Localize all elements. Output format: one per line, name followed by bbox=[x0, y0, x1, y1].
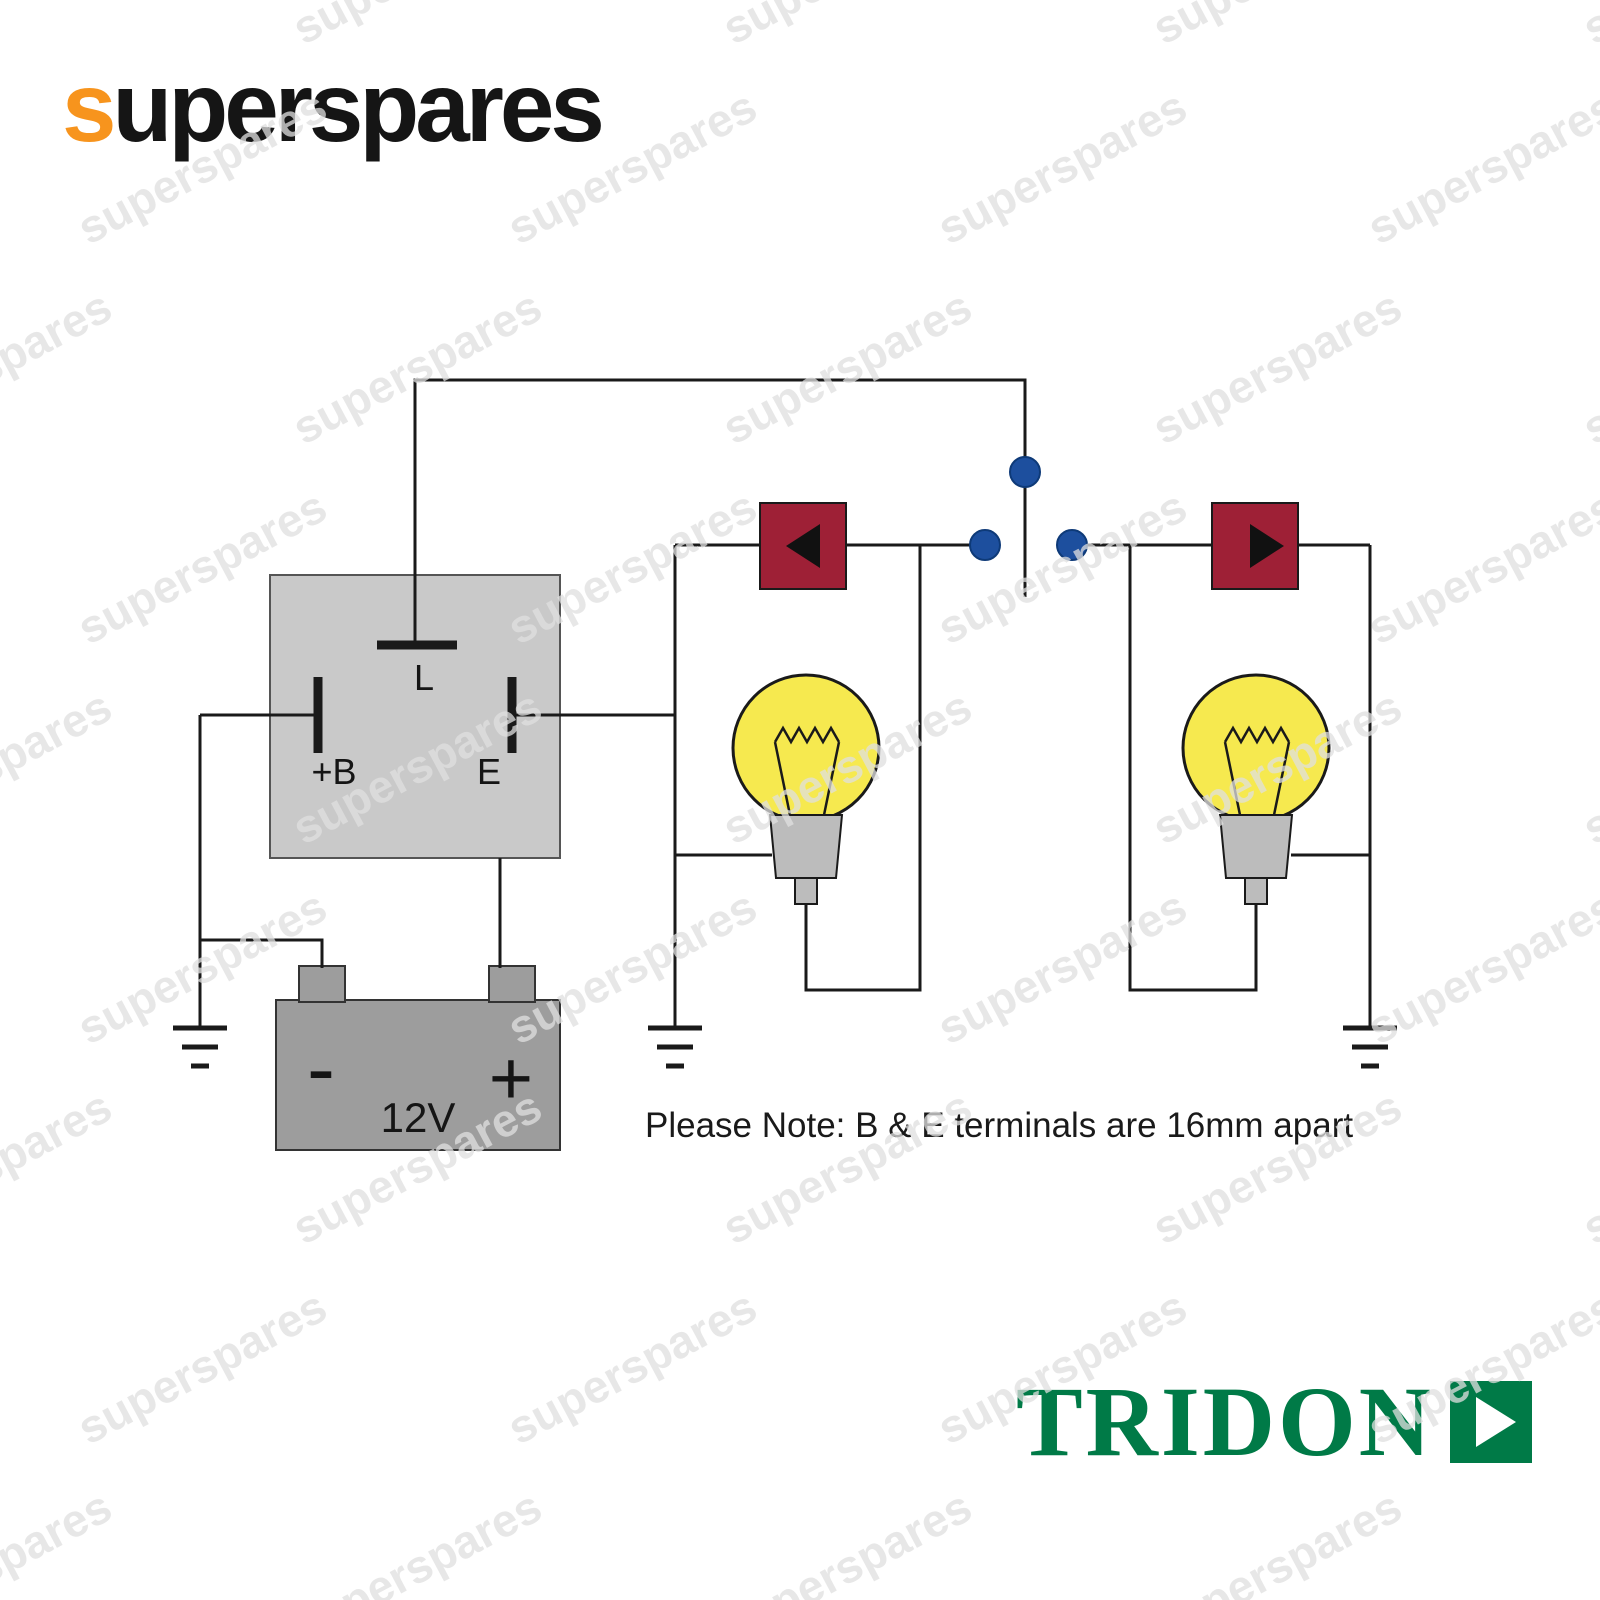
battery-body bbox=[275, 999, 561, 1151]
battery-negative-terminal bbox=[298, 965, 346, 1003]
switch-right-contact bbox=[1056, 529, 1088, 561]
switch-common-contact bbox=[1009, 456, 1041, 488]
store-logo: superspares bbox=[62, 58, 605, 156]
ground-symbol-battery bbox=[173, 1025, 227, 1069]
left-bulb-contact bbox=[794, 877, 818, 905]
left-bulb-glass bbox=[731, 673, 881, 823]
store-logo-rest: uperspares bbox=[112, 52, 605, 162]
right-indicator-repeater bbox=[1211, 502, 1299, 590]
diagram-note: Please Note: B & E terminals are 16mm ap… bbox=[645, 1106, 1354, 1145]
tridon-wordmark: TRIDON bbox=[1015, 1366, 1434, 1477]
wire-b-to-battery bbox=[198, 715, 324, 968]
ground-symbols bbox=[173, 1025, 1397, 1069]
left-arrow-icon bbox=[786, 524, 820, 568]
left-bulb-filament-icon bbox=[773, 725, 841, 816]
battery-positive-terminal bbox=[488, 965, 536, 1003]
right-bulb-base bbox=[1218, 814, 1294, 879]
battery-negative-label: - bbox=[307, 1021, 335, 1115]
tridon-logo: TRIDON bbox=[1016, 1372, 1532, 1472]
left-indicator-repeater bbox=[759, 502, 847, 590]
right-bulb-filament-icon bbox=[1223, 725, 1291, 816]
right-arrow-icon bbox=[1250, 524, 1284, 568]
battery bbox=[275, 965, 561, 1151]
right-indicator-bulb bbox=[1181, 673, 1331, 905]
right-bulb-contact bbox=[1244, 877, 1268, 905]
battery-positive-label: + bbox=[489, 1036, 533, 1121]
wires bbox=[198, 378, 1372, 1028]
store-logo-prefix: s bbox=[62, 52, 116, 162]
wire-l-to-switch bbox=[413, 378, 1027, 645]
relay-terminal-l-label: L bbox=[414, 657, 434, 698]
ground-symbol-right-lamp bbox=[1343, 1025, 1397, 1069]
indicator-switch bbox=[969, 456, 1088, 561]
left-indicator-bulb bbox=[731, 673, 881, 905]
tridon-arrow-icon bbox=[1450, 1381, 1532, 1463]
wire-right-bulb-feed bbox=[1128, 545, 1258, 992]
switch-left-contact bbox=[969, 529, 1001, 561]
battery-voltage-label: 12V bbox=[381, 1094, 456, 1141]
wire-left-bulb-feed bbox=[804, 545, 922, 992]
relay-terminal-b-label: +B bbox=[311, 751, 356, 792]
ground-symbol-left-lamp bbox=[648, 1025, 702, 1069]
relay-terminals bbox=[313, 640, 517, 753]
right-bulb-glass bbox=[1181, 673, 1331, 823]
left-bulb-base bbox=[768, 814, 844, 879]
relay-terminal-e-label: E bbox=[477, 751, 501, 792]
